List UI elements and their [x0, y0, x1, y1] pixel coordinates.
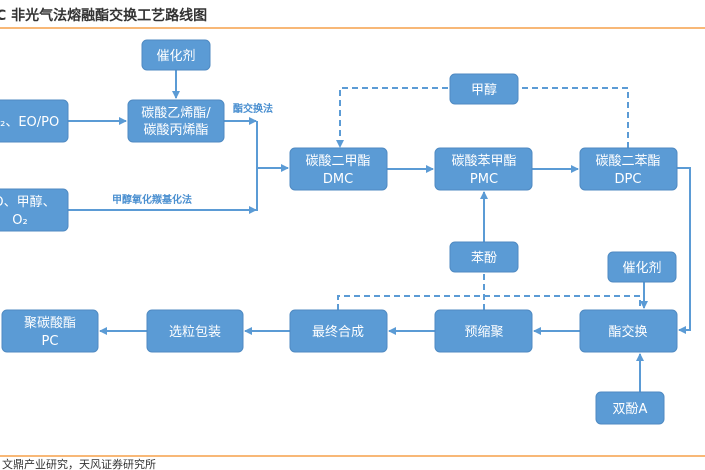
svg-text:碳酸乙烯酯/: 碳酸乙烯酯/ — [141, 106, 211, 121]
node-catalyst-top: 催化剂 — [141, 39, 211, 71]
node-pelletizing: 选粒包装 — [146, 309, 244, 353]
node-methanol: 甲醇 — [449, 73, 519, 105]
svg-text:PMC: PMC — [470, 172, 498, 187]
node-input1: CO₂、EO/PO — [0, 99, 69, 143]
svg-text:碳酸二甲酯: 碳酸二甲酯 — [305, 154, 370, 169]
label-ester-exchange: 酯交换法 — [233, 102, 273, 115]
node-precondensation: 预缩聚 — [434, 309, 533, 353]
node-pc: 聚碳酸酯 PC — [1, 309, 99, 353]
node-dpc: 碳酸二苯酯 DPC — [579, 147, 678, 191]
edges — [68, 70, 691, 392]
node-input2: CO、甲醇、 O₂ — [0, 188, 69, 232]
arrowhead-methanol-dmc — [336, 140, 344, 148]
node-dmc: 碳酸二甲酯 DMC — [289, 147, 388, 191]
svg-text:预缩聚: 预缩聚 — [464, 324, 503, 340]
svg-text:酯交换: 酯交换 — [608, 324, 647, 340]
svg-text:最终合成: 最终合成 — [312, 324, 364, 340]
node-carbonates: 碳酸乙烯酯/ 碳酸丙烯酯 — [127, 99, 225, 143]
svg-text:催化剂: 催化剂 — [622, 261, 661, 276]
diagram-title: C 非光气法熔融酯交换工艺路线图 — [0, 7, 207, 24]
svg-text:DMC: DMC — [323, 172, 353, 187]
svg-text:碳酸丙烯酯: 碳酸丙烯酯 — [143, 123, 208, 138]
svg-text:双酚A: 双酚A — [613, 402, 648, 417]
svg-text:DPC: DPC — [615, 172, 642, 187]
svg-text:聚碳酸酯: 聚碳酸酯 — [24, 316, 76, 331]
svg-text:CO、甲醇、: CO、甲醇、 — [0, 194, 56, 210]
svg-text:O₂: O₂ — [12, 213, 27, 228]
svg-text:碳酸苯甲酯: 碳酸苯甲酯 — [451, 154, 516, 169]
svg-text:催化剂: 催化剂 — [156, 49, 195, 64]
node-phenol: 苯酚 — [449, 241, 519, 273]
svg-text:甲醇: 甲醇 — [471, 82, 497, 98]
svg-text:碳酸二苯酯: 碳酸二苯酯 — [595, 154, 660, 169]
svg-text:CO₂、EO/PO: CO₂、EO/PO — [0, 115, 59, 130]
label-oxidative-carbonylation: 甲醇氧化羰基化法 — [112, 193, 192, 206]
svg-text:苯酚: 苯酚 — [471, 251, 497, 266]
node-final-synthesis: 最终合成 — [289, 309, 388, 353]
edge-dpc-transesterification — [677, 167, 691, 334]
node-catalyst-right: 催化剂 — [607, 251, 677, 283]
node-pmc: 碳酸苯甲酯 PMC — [434, 147, 533, 191]
svg-text:选粒包装: 选粒包装 — [169, 325, 221, 340]
footer-source: 文鼎产业研究，天风证券研究所 — [2, 457, 156, 470]
node-bpa: 双酚A — [595, 391, 665, 425]
node-transesterification: 酯交换 — [579, 309, 678, 353]
svg-text:PC: PC — [42, 334, 59, 349]
edge-phenol-recycle-horizontal — [337, 295, 641, 310]
